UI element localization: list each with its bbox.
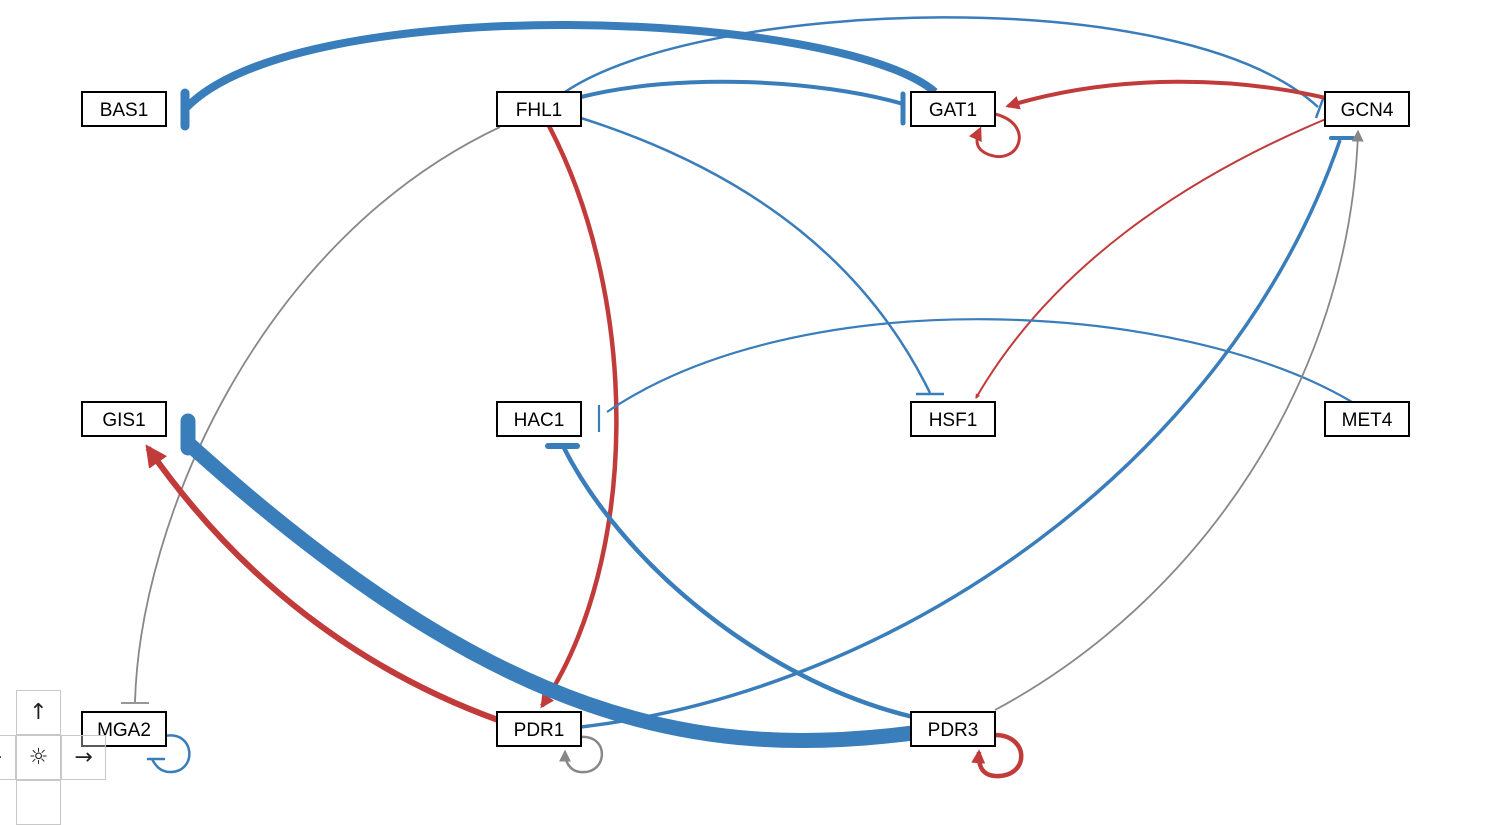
node-label: GCN4 [1341, 100, 1394, 121]
node-box [496, 711, 582, 747]
arrow-up-icon: ↑ [29, 700, 48, 725]
edge-pdr3-hac1[interactable] [560, 444, 914, 720]
node-pdr1[interactable]: PDR1 [496, 711, 582, 747]
arrow-right-icon: → [74, 745, 93, 770]
node-gcn4[interactable]: GCN4 [1324, 91, 1410, 127]
node-box [910, 91, 996, 127]
node-box [1324, 91, 1410, 127]
edges-layer [121, 16, 1364, 779]
pan-left-button[interactable]: ← [0, 735, 16, 780]
edge-gat1-self[interactable] [968, 112, 1021, 159]
node-label: BAS1 [100, 100, 149, 121]
edge-mga2-self[interactable] [150, 734, 191, 774]
edge-fhl1-hsf1[interactable] [580, 116, 932, 394]
node-pdr3[interactable]: PDR3 [910, 711, 996, 747]
node-label: HAC1 [514, 410, 565, 431]
edge-pdr1-self[interactable] [559, 735, 604, 774]
edge-fhl1-mga2[interactable] [134, 126, 501, 703]
sun-icon: ☼ [28, 745, 49, 770]
node-hsf1[interactable]: HSF1 [910, 401, 996, 437]
node-box [496, 401, 582, 437]
node-label: MET4 [1342, 410, 1393, 431]
node-box [1324, 401, 1410, 437]
arrow-left-icon: ← [0, 745, 2, 770]
node-bas1[interactable]: BAS1 [81, 91, 167, 127]
node-label: PDR3 [928, 720, 979, 741]
edge-gcn4-hsf1[interactable] [975, 118, 1327, 399]
node-label: MGA2 [97, 720, 151, 741]
node-box [496, 91, 582, 127]
node-mga2[interactable]: MGA2 [81, 711, 167, 747]
node-gis1[interactable]: GIS1 [81, 401, 167, 437]
edge-gat1-bas1[interactable] [183, 21, 938, 111]
node-label: GAT1 [929, 100, 977, 121]
node-label: HSF1 [929, 410, 978, 431]
node-box [81, 91, 167, 127]
node-box [81, 401, 167, 437]
node-met4[interactable]: MET4 [1324, 401, 1410, 437]
edge-gcn4-gat1[interactable] [1005, 79, 1327, 110]
node-hac1[interactable]: HAC1 [496, 401, 582, 437]
node-box [81, 711, 167, 747]
node-label: FHL1 [516, 100, 562, 121]
edge-pdr3-gis1[interactable] [184, 439, 914, 748]
node-gat1[interactable]: GAT1 [910, 91, 996, 127]
edge-pdr3-self[interactable] [971, 732, 1024, 779]
edge-pdr3-gcn4[interactable] [994, 129, 1364, 711]
edge-met4-hac1[interactable] [606, 318, 1353, 413]
edge-pdr1-gcn4[interactable] [580, 139, 1342, 729]
node-label: GIS1 [102, 410, 145, 431]
node-fhl1[interactable]: FHL1 [496, 91, 582, 127]
reset-view-button[interactable]: ☼ [16, 735, 61, 780]
node-box [910, 401, 996, 437]
edge-fhl1-gat1[interactable] [580, 79, 904, 106]
node-box [910, 711, 996, 747]
pan-right-button[interactable]: → [61, 735, 106, 780]
edge-fhl1-gcn4-tbar [1314, 95, 1326, 119]
pan-down-button[interactable] [16, 780, 61, 825]
edge-fhl1-pdr1[interactable] [540, 124, 619, 709]
pan-up-button[interactable]: ↑ [16, 690, 61, 735]
edge-pdr1-gis1[interactable] [145, 444, 500, 723]
edge-fhl1-gcn4[interactable] [564, 16, 1319, 108]
node-label: PDR1 [514, 720, 565, 741]
